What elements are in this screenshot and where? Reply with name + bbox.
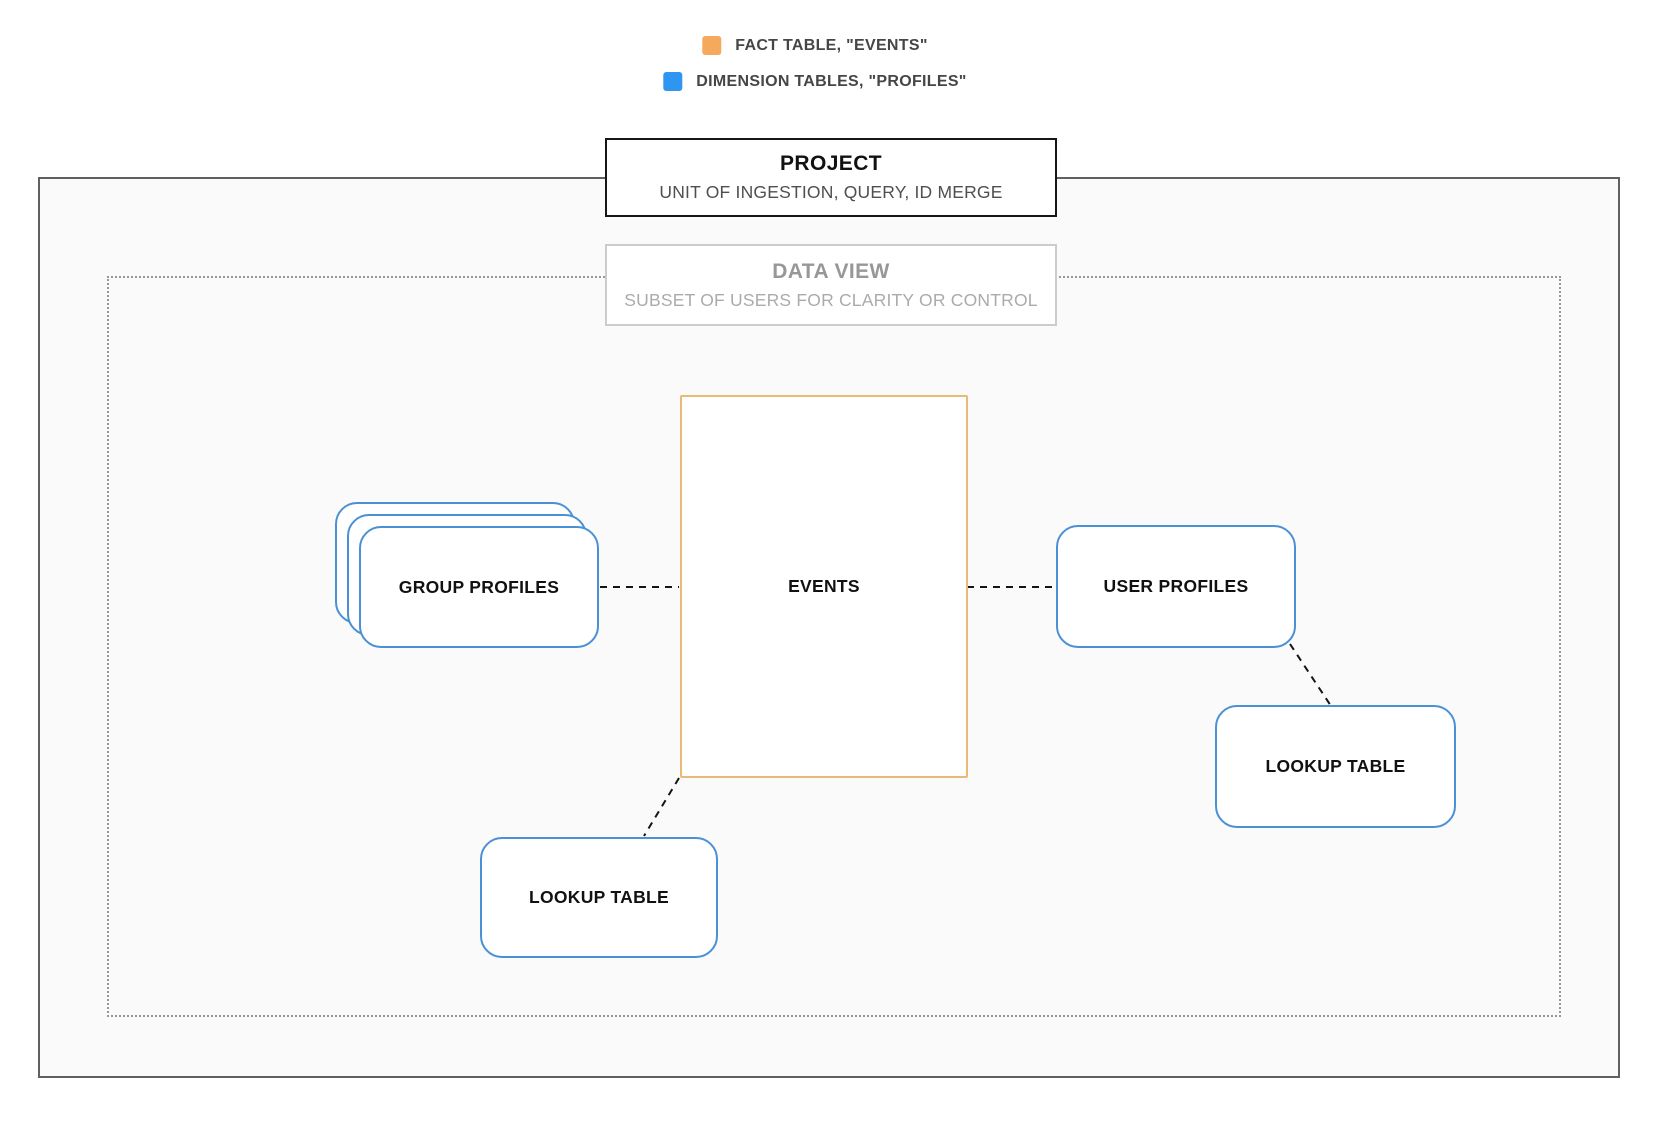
node-user-profiles-label: USER PROFILES (1103, 576, 1249, 596)
node-events: EVENTS (680, 395, 968, 778)
legend-item-fact-table: FACT TABLE, "EVENTS" (702, 36, 927, 55)
node-group-profiles: GROUP PROFILES (359, 526, 599, 648)
node-group-profiles-label: GROUP PROFILES (398, 576, 560, 597)
node-lookup-table-bottom: LOOKUP TABLE (480, 837, 718, 958)
fact-table-swatch-icon (702, 36, 722, 55)
project-subtitle: UNIT OF INGESTION, QUERY, ID MERGE (659, 182, 1003, 202)
node-events-label: EVENTS (788, 576, 860, 596)
node-lookup-table-right-label: LOOKUP TABLE (1265, 756, 1406, 776)
data-view-title: DATA VIEW (772, 259, 890, 283)
legend-item-label: DIMENSION TABLES, "PROFILES" (696, 72, 967, 90)
legend-item-dimension-tables: DIMENSION TABLES, "PROFILES" (663, 72, 966, 91)
dimension-tables-swatch-icon (663, 72, 683, 91)
project-label-box: PROJECT UNIT OF INGESTION, QUERY, ID MER… (605, 138, 1057, 217)
data-view-subtitle: SUBSET OF USERS FOR CLARITY OR CONTROL (624, 289, 1038, 310)
node-lookup-table-right: LOOKUP TABLE (1215, 705, 1456, 828)
project-title: PROJECT (780, 152, 882, 175)
node-user-profiles: USER PROFILES (1056, 525, 1296, 648)
legend: FACT TABLE, "EVENTS" DIMENSION TABLES, "… (663, 36, 966, 91)
legend-item-label: FACT TABLE, "EVENTS" (735, 36, 928, 54)
data-view-label-box: DATA VIEW SUBSET OF USERS FOR CLARITY OR… (605, 244, 1057, 326)
node-lookup-table-bottom-label: LOOKUP TABLE (528, 887, 670, 907)
